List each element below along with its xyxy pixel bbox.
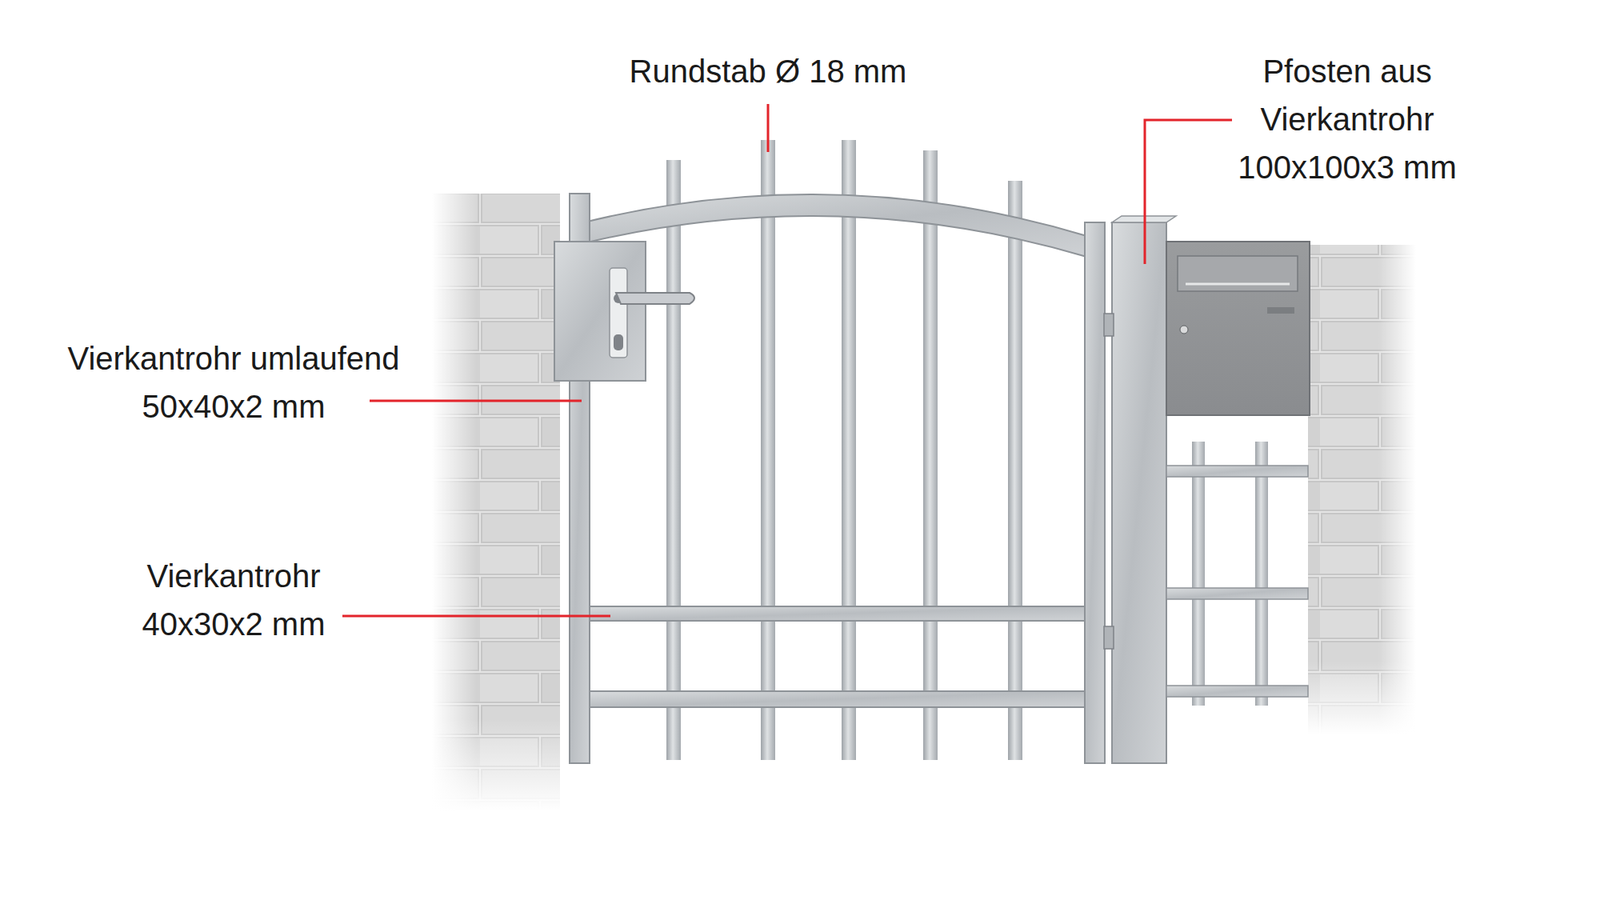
brick-pillar	[432, 193, 560, 812]
callout-label: Vierkantrohr 40x30x2 mm	[109, 552, 358, 648]
side-fence	[1166, 441, 1308, 706]
leader-lines	[342, 104, 1232, 616]
round-bars	[666, 140, 1023, 760]
callout-label: Rundstab Ø 18 mm	[584, 47, 952, 96]
mailbox	[1166, 241, 1310, 416]
brick-pillar	[1308, 244, 1416, 735]
callout-label: Pfosten aus Vierkantrohr 100x100x3 mm	[1223, 47, 1472, 192]
square-post	[1104, 216, 1176, 764]
callout-label: Vierkantrohr umlaufend 50x40x2 mm	[41, 334, 426, 431]
gate-frame	[569, 193, 1105, 764]
lock-handle	[554, 241, 695, 381]
